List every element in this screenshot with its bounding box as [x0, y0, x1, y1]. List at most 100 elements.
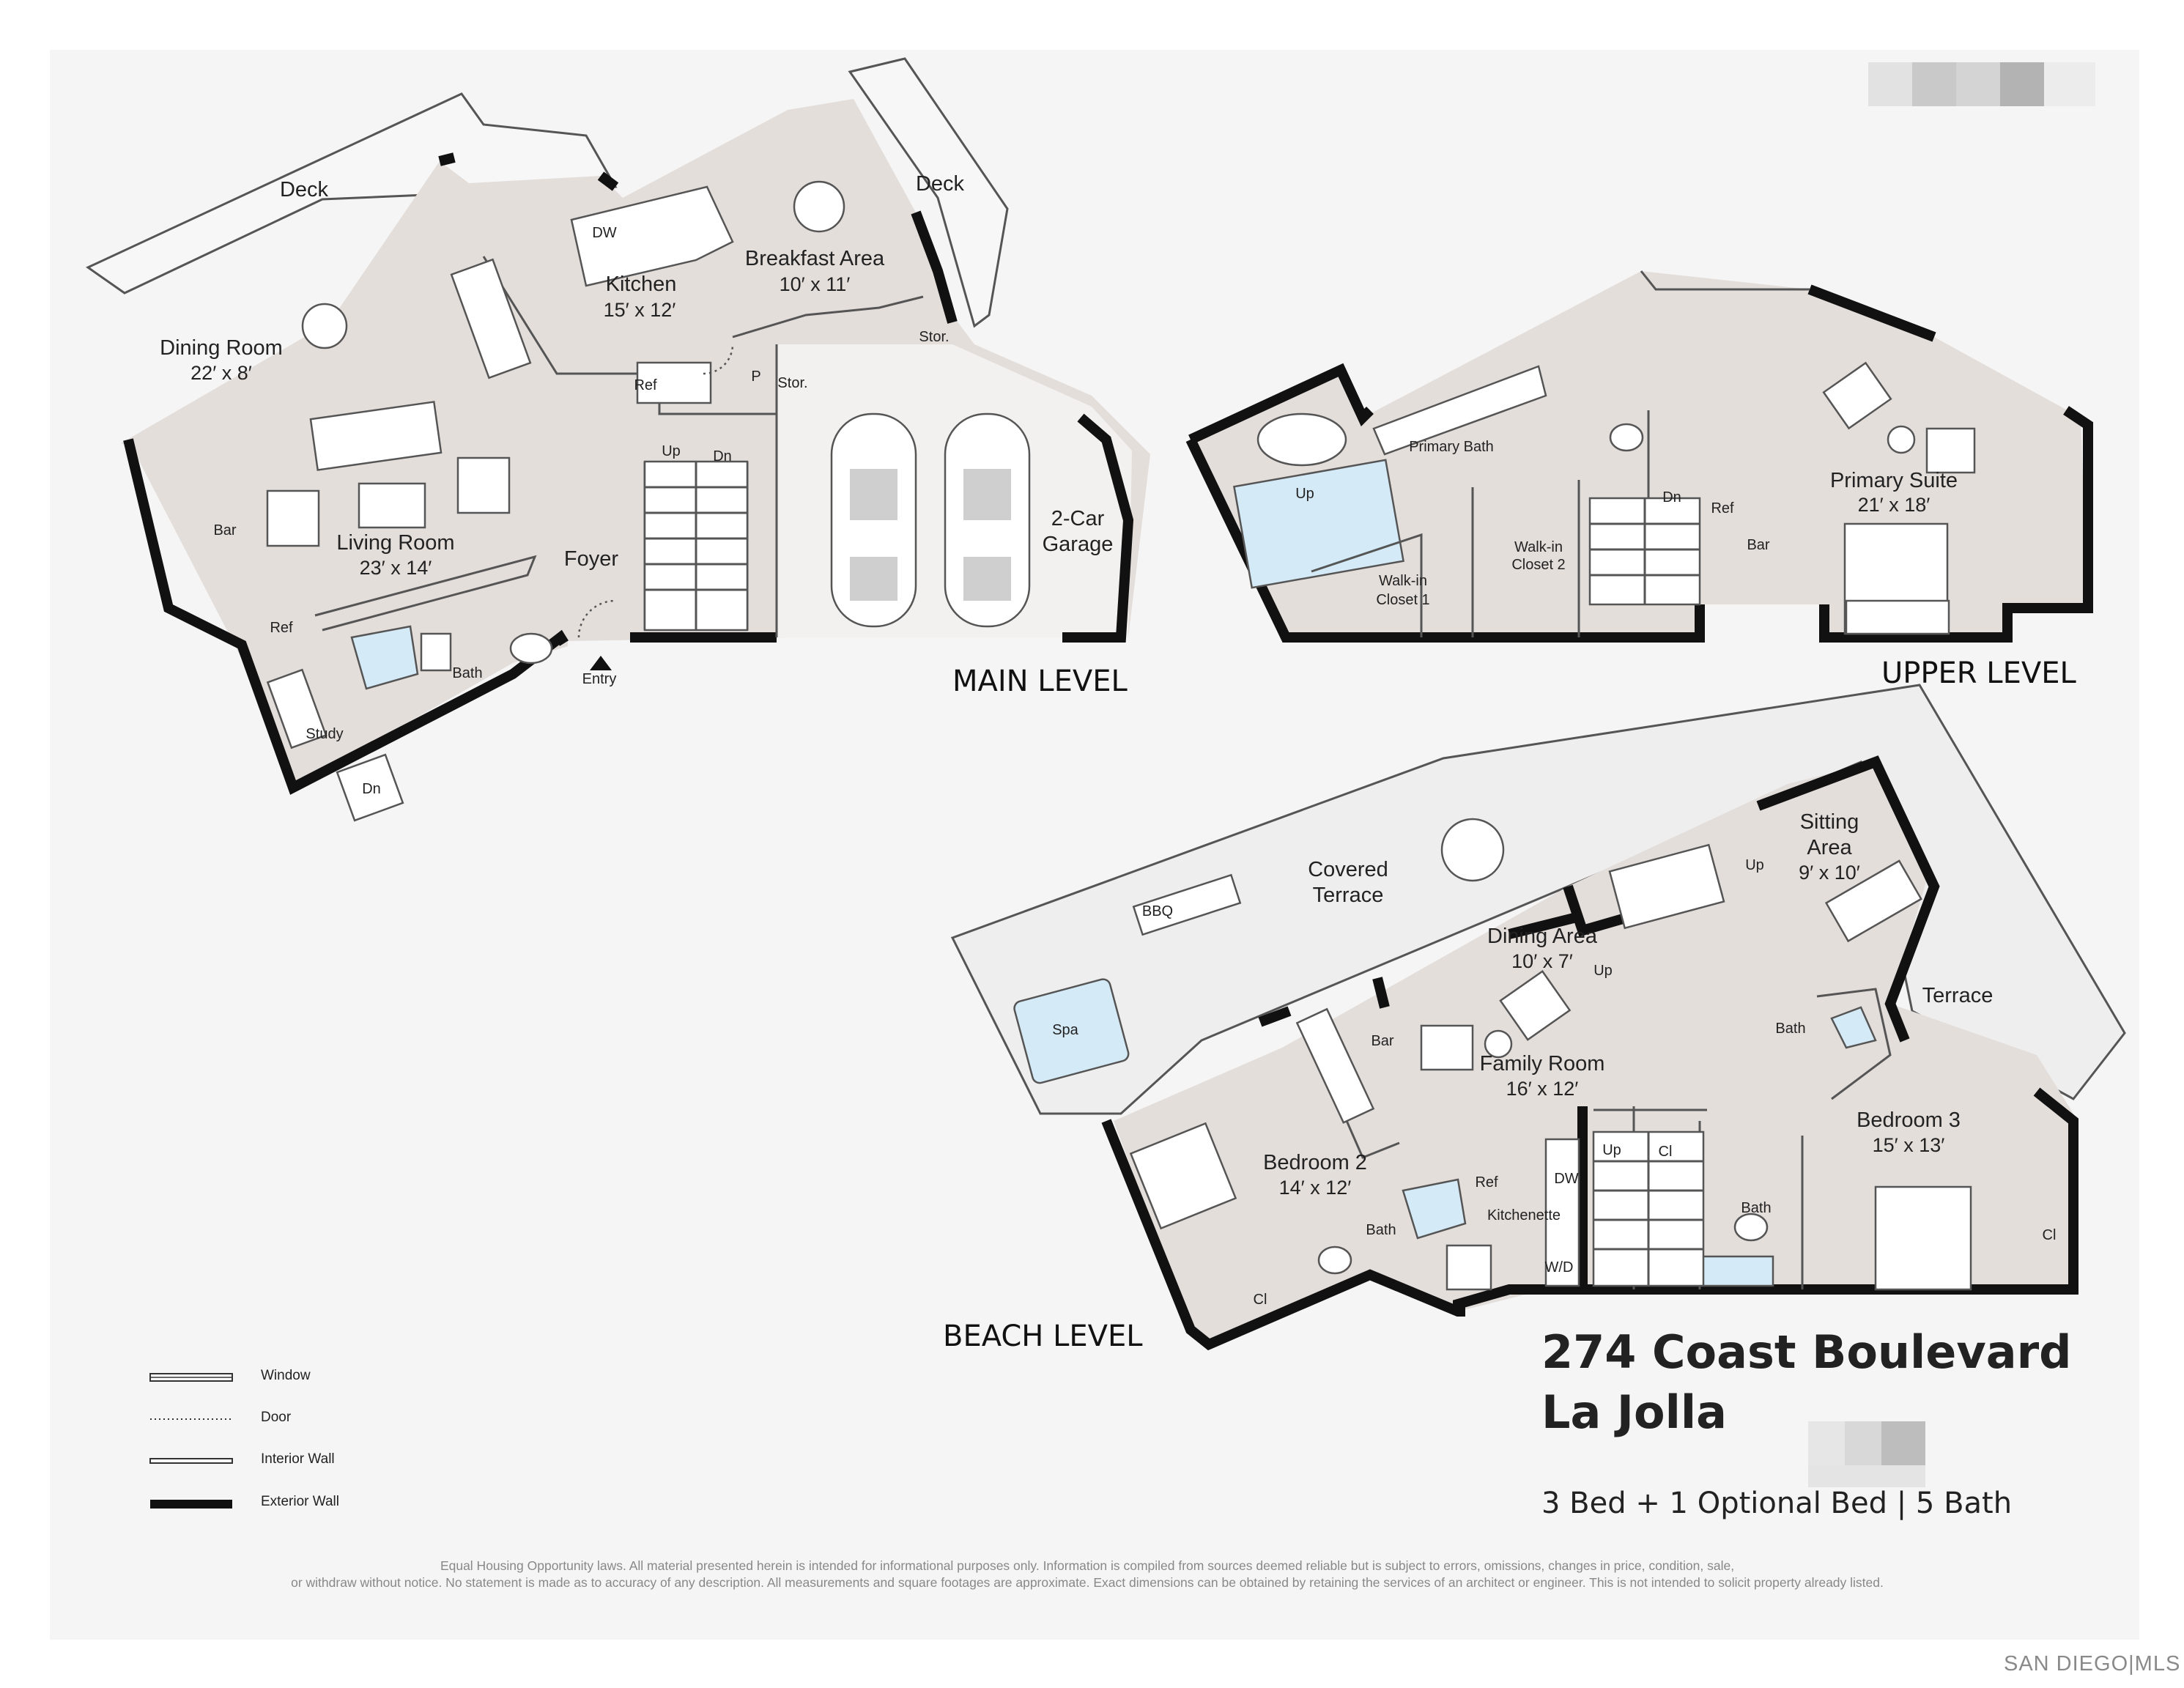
bedroom2-label: Bedroom 2 — [1263, 1151, 1367, 1174]
kitchen-dim: 15′ x 12′ — [604, 299, 676, 321]
beach-level-title: BEACH LEVEL — [943, 1319, 1143, 1353]
breakfast-table — [793, 180, 845, 233]
legend-interior-wall-label: Interior Wall — [261, 1451, 335, 1467]
beach-level-plan: Covered Terrace Sitting Area 9′ x 10′ Di… — [943, 684, 2126, 1353]
upper-bar-label: Bar — [1747, 537, 1769, 553]
upper-up-label: Up — [1295, 486, 1314, 502]
sitting-label-2: Area — [1807, 836, 1852, 859]
property-address: 274 Coast Boulevard — [1541, 1325, 2072, 1379]
beach-up-label-3: Up — [1602, 1142, 1621, 1158]
living-room-dim: 23′ x 14′ — [360, 557, 432, 579]
disclaimer-line-1: Equal Housing Opportunity laws. All mate… — [440, 1558, 1735, 1573]
garage-label: 2-Car — [1051, 507, 1105, 530]
study-dn-label: Dn — [362, 781, 381, 797]
property-specs: 3 Bed + 1 Optional Bed | 5 Bath — [1541, 1487, 2013, 1520]
upper-level-title: UPPER LEVEL — [1881, 656, 2076, 690]
beach-up-label-1: Up — [1745, 857, 1764, 873]
beach-bath-label-2: Bath — [1775, 1021, 1805, 1037]
beach-dw-label: DW — [1554, 1171, 1578, 1187]
upper-ref-label: Ref — [1711, 500, 1734, 517]
main-ref-label-2: Ref — [634, 377, 657, 393]
garage-label-2: Garage — [1043, 533, 1114, 556]
interior-wall-symbol — [149, 1458, 233, 1464]
primary-tub — [1256, 412, 1347, 467]
sitting-dim: 9′ x 10′ — [1799, 862, 1860, 884]
legend-exterior-wall: Exterior Wall — [149, 1492, 443, 1514]
bbq-label: BBQ — [1142, 903, 1173, 919]
disclaimer: Equal Housing Opportunity laws. All mate… — [149, 1558, 2025, 1591]
beach-ref-label: Ref — [1475, 1174, 1498, 1191]
beach-up-label-2: Up — [1593, 963, 1613, 979]
main-stor-label-1: Stor. — [919, 329, 949, 345]
main-bar-label: Bar — [213, 522, 236, 538]
window-symbol — [149, 1373, 233, 1382]
wic2-label: Walk-in — [1514, 539, 1563, 555]
main-deck-right-label: Deck — [916, 172, 965, 196]
main-up-label: Up — [662, 443, 681, 459]
covered-terrace-label-2: Terrace — [1313, 884, 1384, 907]
beach-bar-label: Bar — [1371, 1033, 1393, 1049]
family-room-dim: 16′ x 12′ — [1506, 1078, 1579, 1100]
wic1-label: Walk-in — [1379, 573, 1427, 589]
main-deck-right — [848, 57, 1009, 328]
terrace-label: Terrace — [1922, 984, 1994, 1007]
main-stor-label-2: Stor. — [777, 375, 807, 391]
main-level-plan: Deck Deck Kitchen 15′ x 12′ Breakfast Ar… — [86, 57, 1150, 822]
main-deck-left — [86, 92, 618, 295]
study-label: Study — [306, 726, 343, 742]
blurred-logo-top — [1868, 62, 2095, 106]
upper-dn-label: Dn — [1662, 489, 1681, 506]
legend-window: Window — [149, 1366, 443, 1388]
exterior-wall-symbol — [150, 1500, 232, 1509]
wic1-label-2: Closet 1 — [1376, 592, 1429, 608]
main-dw-label: DW — [592, 225, 616, 241]
entry-arrow — [590, 656, 612, 670]
main-bath-label: Bath — [452, 665, 482, 681]
garage-cars — [830, 412, 1031, 628]
living-room-label: Living Room — [336, 531, 454, 555]
dining-table — [301, 303, 348, 349]
wic2-label-2: Closet 2 — [1511, 557, 1565, 573]
bedroom3-label: Bedroom 3 — [1857, 1108, 1961, 1132]
spa — [1013, 978, 1130, 1084]
bedroom3-bed — [1874, 1185, 1972, 1291]
breakfast-label: Breakfast Area — [745, 247, 885, 270]
upper-level-plan: Primary Bath Primary Suite 21′ x 18′ Wal… — [1185, 270, 2093, 690]
beach-dining-table — [1608, 843, 1725, 930]
main-deck-left-label: Deck — [280, 178, 329, 201]
primary-bath-label: Primary Bath — [1409, 439, 1494, 455]
entry-label: Entry — [582, 671, 617, 687]
primary-suite-label: Primary Suite — [1830, 469, 1958, 492]
living-sofa — [309, 401, 443, 471]
legend-door: Door — [149, 1408, 443, 1430]
kitchenette-label: Kitchenette — [1487, 1207, 1561, 1224]
spa-label: Spa — [1052, 1022, 1078, 1038]
legend-exterior-wall-label: Exterior Wall — [261, 1494, 339, 1509]
legend-window-label: Window — [261, 1368, 311, 1383]
kitchen-label: Kitchen — [606, 273, 677, 296]
blurred-logo-title — [1808, 1421, 1925, 1487]
beach-wd-label: W/D — [1545, 1259, 1574, 1276]
pantry-label: P — [751, 369, 760, 385]
beach-bath-label-1: Bath — [1366, 1222, 1396, 1238]
dining-room-label: Dining Room — [160, 336, 283, 360]
primary-suite-dim: 21′ x 18′ — [1858, 494, 1931, 516]
property-title-block: 274 Coast Boulevard La Jolla 3 Bed + 1 O… — [1541, 1322, 2072, 1520]
beach-dining-label: Dining Area — [1487, 925, 1598, 948]
family-room-label: Family Room — [1480, 1052, 1605, 1076]
main-stairs — [643, 460, 749, 632]
bedroom2-dim: 14′ x 12′ — [1279, 1177, 1352, 1199]
disclaimer-line-2: or withdraw without notice. No statement… — [291, 1575, 1884, 1590]
breakfast-dim: 10′ x 11′ — [780, 273, 851, 295]
door-symbol — [150, 1418, 232, 1420]
covered-terrace-label: Covered — [1308, 858, 1388, 881]
legend-interior-wall: Interior Wall — [149, 1450, 443, 1472]
bedroom3-dim: 15′ x 13′ — [1873, 1134, 1945, 1156]
beach-cl-label-1: Cl — [1254, 1292, 1267, 1308]
beach-bath-label-3: Bath — [1741, 1200, 1771, 1216]
beach-dining-dim: 10′ x 7′ — [1511, 950, 1573, 972]
bedroom2-bed — [1129, 1122, 1237, 1230]
foyer-label: Foyer — [564, 547, 618, 571]
terrace-table — [1440, 818, 1505, 882]
